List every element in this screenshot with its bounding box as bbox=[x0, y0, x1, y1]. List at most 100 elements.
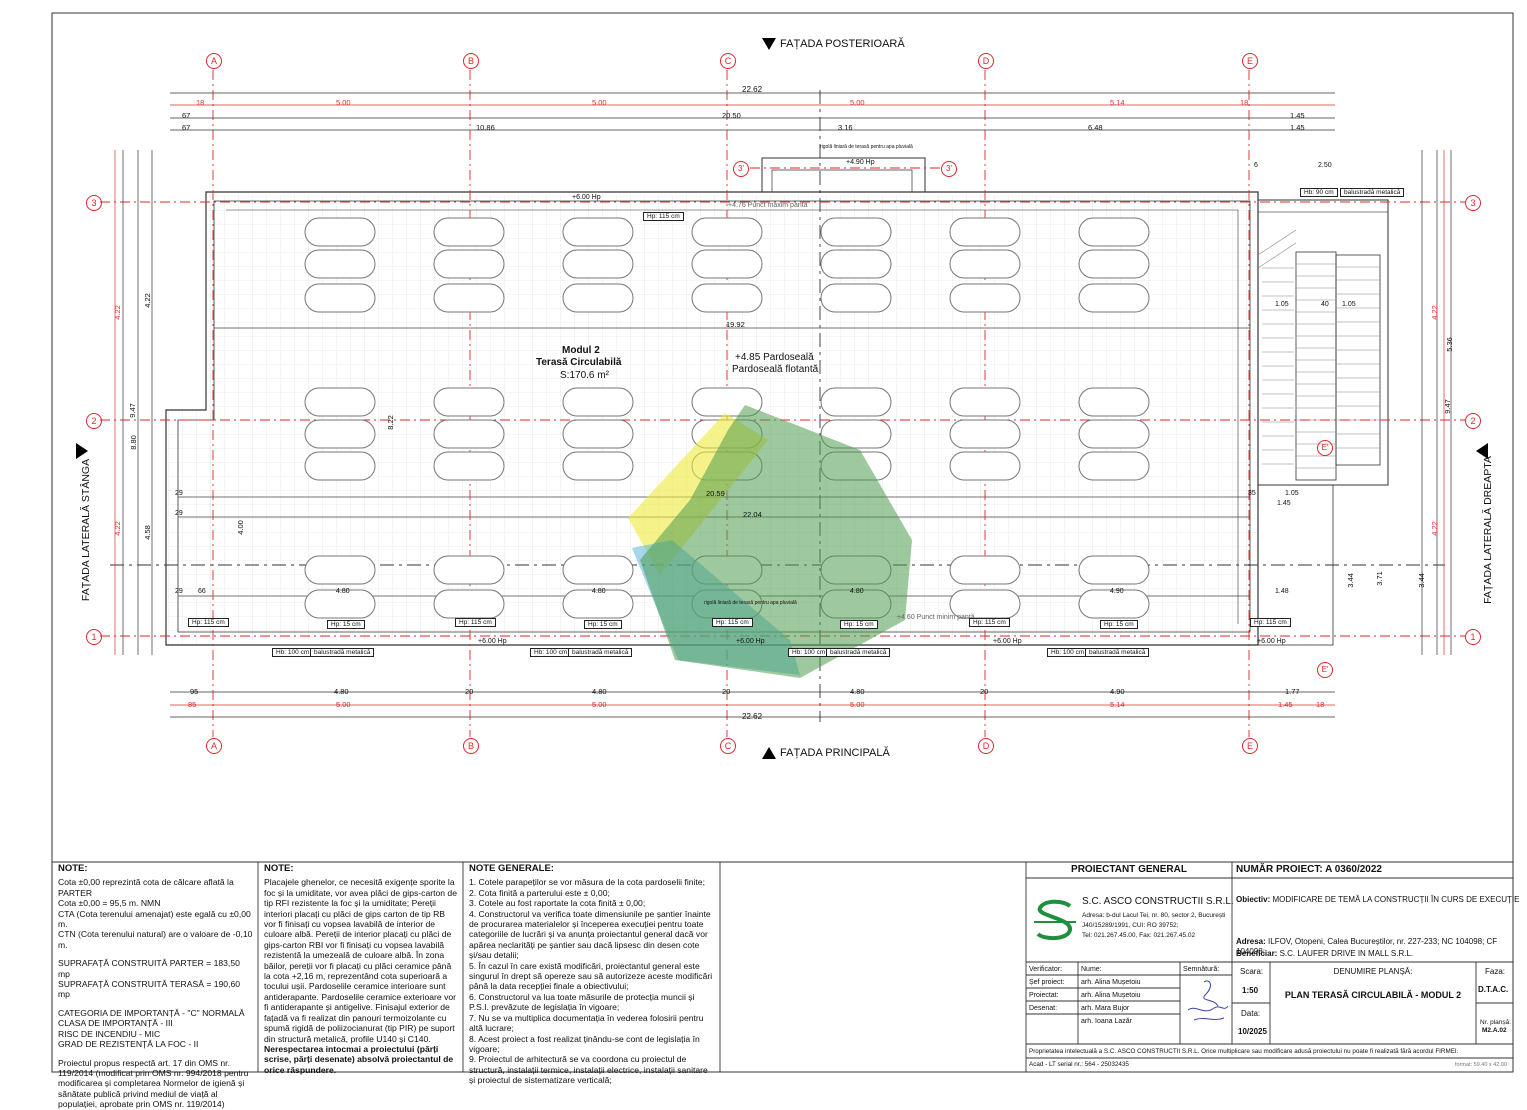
signature-icon bbox=[1187, 980, 1229, 1021]
sheet-format: format: 59.40 x 42.00 bbox=[1455, 1062, 1507, 1068]
dim-row3-right: 1.45 bbox=[1290, 123, 1305, 132]
triangle-left-icon bbox=[1476, 443, 1488, 459]
walls bbox=[165, 157, 1389, 646]
room-name: Modul 2 bbox=[562, 345, 600, 356]
note-line: SUPRAFAȚĂ CONSTRUITĂ PARTER = 183,50 mp bbox=[58, 958, 240, 979]
level-floor: +4.85 Pardoseală bbox=[735, 352, 814, 363]
note-line: CTN (Cota terenului natural) are o valoa… bbox=[58, 929, 253, 950]
note-line: CATEGORIA DE IMPORTANȚĂ - "C" NORMALĂ bbox=[58, 1007, 245, 1018]
role-2: Proiectat: bbox=[1029, 992, 1059, 999]
level-min-point: +4.60 Punct minim pantă bbox=[897, 614, 975, 621]
tag-hb100-4: Hb: 100 cm bbox=[1047, 648, 1089, 657]
note-line: GRAD DE REZISTENȚĂ LA FOC - II bbox=[58, 1039, 199, 1050]
dim-bottom-red-1: 5.00 bbox=[336, 700, 351, 709]
axis-bubble-3prime-left: 3' bbox=[733, 161, 749, 177]
dim-top-edge-right: 18 bbox=[1240, 98, 1249, 107]
dim-29-b: 29 bbox=[175, 510, 183, 517]
dim-bottom-span-2: 4.80 bbox=[592, 687, 607, 696]
note-line: Proiectul propus respectă art. 17 din OM… bbox=[58, 1057, 249, 1110]
note-line: Cota ±0,00 reprezintă cota de călcare af… bbox=[58, 877, 234, 898]
dim-row2-right: 1.45 bbox=[1290, 111, 1305, 120]
dim-interior-3: 22.04 bbox=[743, 510, 762, 519]
tag-hp115-3: Hp: 115 cm bbox=[712, 618, 753, 627]
note-line: CLASA DE IMPORTANȚĂ - III bbox=[58, 1018, 173, 1029]
dim-250: 2.50 bbox=[1318, 162, 1332, 169]
dim-row3-left: 67 bbox=[182, 123, 191, 132]
tag-hb100-3: Hb: 100 cm bbox=[788, 648, 830, 657]
level-parapet-top: +6.00 Hp bbox=[572, 194, 601, 201]
facade-left-label: FAȚADA LATERALĂ STÂNGA bbox=[80, 458, 92, 602]
axis-bubble-b-top: B bbox=[463, 53, 479, 69]
signature-label: Semnătură: bbox=[1183, 966, 1220, 973]
axis-bubble-3-left: 3 bbox=[86, 195, 102, 211]
verifier-label: Verificator: bbox=[1029, 966, 1063, 973]
company-logo-icon bbox=[1034, 899, 1076, 941]
dim-right-3: 9.47 bbox=[1442, 399, 1452, 414]
note-line: RISC DE INCENDIU - MIC bbox=[58, 1028, 161, 1039]
axis-bubble-eprime-bottom: E' bbox=[1317, 662, 1333, 678]
sheet-no-label: Nr. planșă: bbox=[1480, 1019, 1512, 1026]
note-line: SUPRAFAȚĂ CONSTRUITĂ TERASĂ = 190,60 mp bbox=[58, 979, 241, 1000]
level-parapet-c: +6.00 Hp bbox=[736, 638, 765, 645]
dim-bottom-gap-1: 20 bbox=[465, 687, 474, 696]
facade-right-label: FAȚADA LATERALĂ DREAPTA bbox=[1482, 456, 1494, 604]
dim-148: 1.48 bbox=[1275, 588, 1289, 595]
general-note: 8. Acest proiect a fost realizat ținându… bbox=[469, 1033, 700, 1054]
tag-balustrade-4: balustradă metalică bbox=[1085, 648, 1150, 657]
dim-29-c: 29 bbox=[175, 588, 183, 595]
company-address: Adresa: b-dul Lacul Tei, nr. 80, sector … bbox=[1082, 912, 1226, 919]
plan-name: PLAN TERASĂ CIRCULABILĂ - MODUL 2 bbox=[1284, 990, 1462, 1000]
axis-bubble-2-left: 2 bbox=[86, 413, 102, 429]
dim-row3-b: 3.16 bbox=[838, 123, 853, 132]
dim-left-6: 4.22 bbox=[142, 293, 152, 308]
dim-35: 35 bbox=[1248, 490, 1256, 497]
axis-bubble-3-right: 3 bbox=[1465, 195, 1481, 211]
role-1: Șef proiect: bbox=[1029, 979, 1065, 986]
tag-balustrade-3: balustradă metalică bbox=[826, 648, 891, 657]
gutter-note-bottom: rigolă liniară de terasă pentru apa pluv… bbox=[704, 600, 797, 606]
dim-bottom-red-end: 18 bbox=[1316, 700, 1325, 709]
tag-hp15-4: Hp: 15 cm bbox=[1100, 620, 1138, 629]
name-label: Nume: bbox=[1081, 966, 1102, 973]
dim-row3-a: 10.86 bbox=[476, 123, 495, 132]
dim-66: 66 bbox=[198, 588, 206, 595]
dim-right-1: 4.22 bbox=[1429, 305, 1439, 320]
general-note: 6. Constructorul va lua toate măsurile d… bbox=[469, 991, 695, 1013]
note-line: CTA (Cota terenului amenajat) este egală… bbox=[58, 908, 251, 930]
objective: Obiectiv: MODIFICARE DE TEMĂ LA CONSTRUC… bbox=[1236, 895, 1520, 904]
dim-bottom-left: 95 bbox=[190, 687, 199, 696]
notes3-heading: NOTE GENERALE: bbox=[469, 863, 554, 874]
dim-bottom-right: 1.77 bbox=[1285, 687, 1300, 696]
general-note: 3. Cotele au fost raportate la cota fini… bbox=[469, 898, 646, 909]
dim-bottom-gap-3: 20 bbox=[980, 687, 989, 696]
dim-bottom-red-4: 5.14 bbox=[1110, 700, 1125, 709]
tag-hp115-bl: Hp: 115 cm bbox=[188, 618, 229, 627]
dim-480-c: 4.80 bbox=[850, 588, 864, 595]
dim-left-7: 4.00 bbox=[235, 520, 245, 535]
tag-hp115-4: Hp: 115 cm bbox=[969, 618, 1010, 627]
notes2-bold: Nerespectarea intocmai a proiectului (pă… bbox=[264, 1043, 454, 1075]
dim-top-span-3: 5.00 bbox=[850, 98, 865, 107]
dim-bottom-span-4: 4.90 bbox=[1110, 687, 1125, 696]
dim-right-2: 5.36 bbox=[1444, 337, 1454, 352]
notes2-heading: NOTE: bbox=[264, 863, 294, 874]
gutter-note-top: rigolă liniară de terasă pentru apa pluv… bbox=[820, 144, 913, 150]
date-value: 10/2025 bbox=[1238, 1027, 1267, 1036]
tag-hp115-5: Hp: 115 cm bbox=[1250, 618, 1291, 627]
level-parapet-e: +6.00 Hp bbox=[1257, 638, 1286, 645]
role-2-name: arh. Alina Mușetoiu bbox=[1081, 992, 1141, 999]
dim-left-8: 8.22 bbox=[385, 415, 395, 430]
level-top-bump: +4.90 Hp bbox=[846, 159, 875, 166]
general-designer-header: PROIECTANT GENERAL bbox=[1071, 864, 1187, 875]
tag-hp115-top: Hp: 115 cm bbox=[643, 212, 684, 221]
dim-top-edge: 18 bbox=[196, 98, 205, 107]
dim-top-span-4: 5.14 bbox=[1110, 98, 1125, 107]
dim-stair-105-a: 1.05 bbox=[1275, 301, 1289, 308]
facade-rear-label: FAȚADA POSTERIOARĂ bbox=[762, 38, 905, 51]
triangle-up-icon bbox=[762, 747, 776, 760]
dim-top-span-2: 5.00 bbox=[592, 98, 607, 107]
sheet-no: M2.A.02 bbox=[1482, 1027, 1507, 1034]
dim-row3-c: 6.48 bbox=[1088, 123, 1103, 132]
triangle-down-icon bbox=[762, 38, 776, 51]
copyright: Proprietatea intelectuală a S.C. ASCO CO… bbox=[1029, 1048, 1459, 1055]
